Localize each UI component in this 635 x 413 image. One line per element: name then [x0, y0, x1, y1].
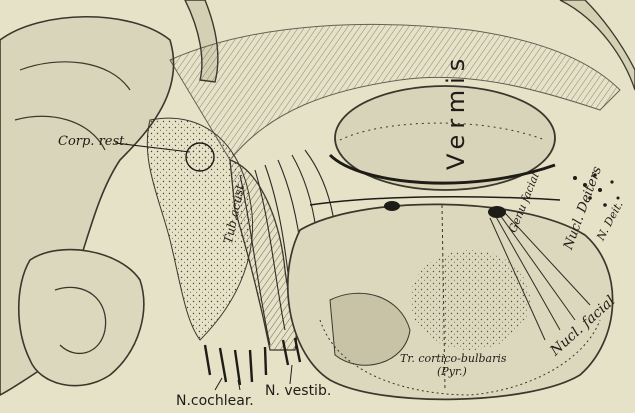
fiber-stipple-medulla [410, 250, 530, 350]
label-corp-rest: Corp. rest. [58, 135, 129, 148]
label-n-vestib: N. vestib. [265, 384, 331, 398]
genu-facial-nucleus [488, 206, 506, 218]
corpus-restiforme-nucleus [186, 143, 214, 171]
label-n-cochlear: N.cochlear. [176, 394, 254, 408]
label-tr-corticobulbaris: Tr. cortico-bulbaris [400, 353, 507, 364]
label-pyr: (Pyr.) [437, 366, 467, 377]
nucleus-abducens-left [384, 201, 400, 211]
label-vermis: Vermis [444, 53, 468, 170]
